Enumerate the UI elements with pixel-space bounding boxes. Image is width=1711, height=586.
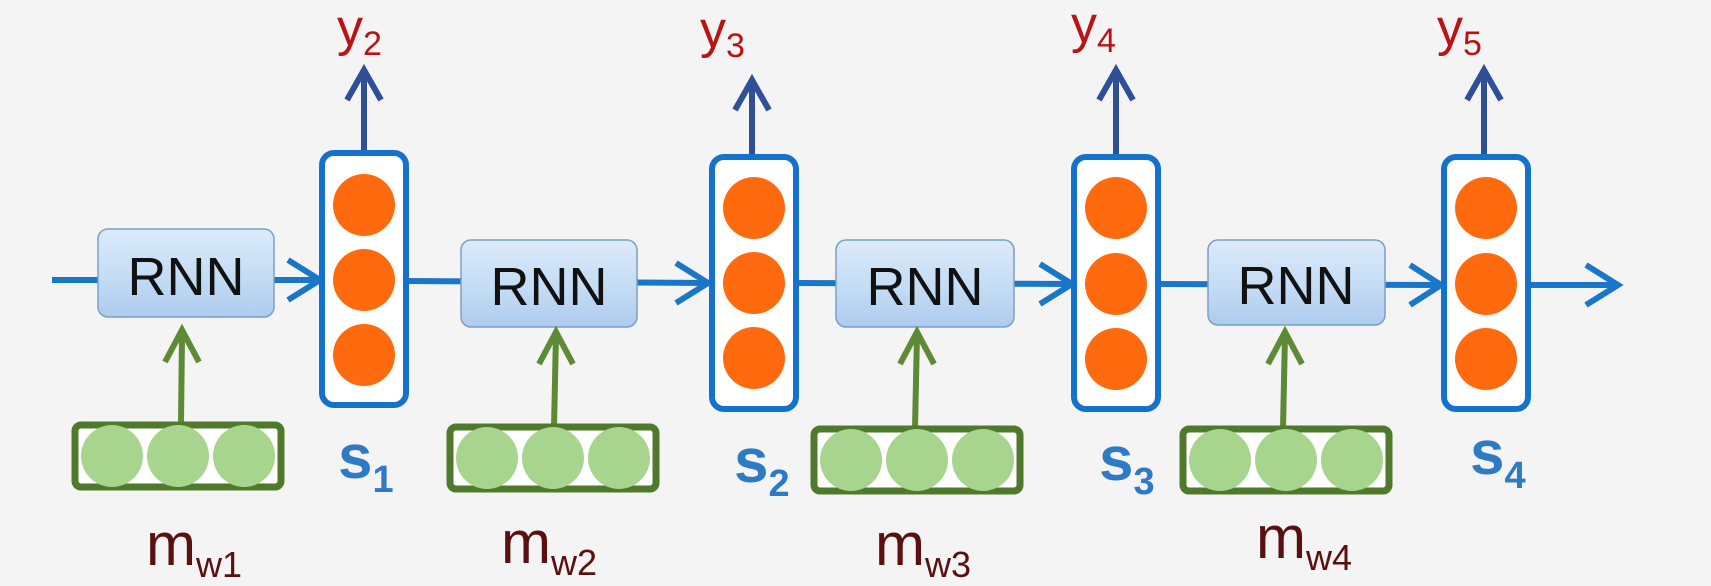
input-node: [1321, 429, 1383, 491]
input-arrowhead-2: [536, 325, 576, 366]
input-node: [213, 425, 275, 487]
input-label-mw1: mw1: [146, 511, 242, 585]
input-node: [952, 429, 1014, 491]
state-node: [723, 177, 785, 239]
output-arrowhead-4: [1464, 63, 1504, 102]
input-label-mw4: mw4: [1256, 504, 1352, 578]
input-arrows: [162, 323, 1305, 430]
output-arrowhead-2: [732, 73, 772, 112]
state-node: [1455, 253, 1517, 315]
state-label-s3: s3: [1099, 425, 1155, 503]
input-node: [588, 427, 650, 489]
rnn-block-label: RNN: [491, 257, 608, 317]
input-node: [1189, 429, 1251, 491]
rnn-block-2: RNN: [460, 239, 638, 328]
input-node: [147, 425, 209, 487]
state-vectors: [319, 150, 1531, 412]
input-node: [456, 427, 518, 489]
input-arrow-1: [178, 333, 185, 425]
input-vector-mw4: [1179, 425, 1393, 495]
input-node: [522, 427, 584, 489]
state-node: [333, 174, 395, 236]
input-arrow-4: [1280, 333, 1288, 430]
state-node: [1455, 328, 1517, 390]
input-vector-mw1: [71, 421, 285, 491]
rnn-block-label: RNN: [128, 247, 245, 307]
output-label-y3: y3: [700, 1, 745, 65]
rnn-blocks: RNN RNN RNN RNN: [97, 228, 1386, 328]
output-arrowhead-1: [344, 63, 384, 102]
output-label-y2: y2: [337, 0, 382, 63]
state-node: [723, 327, 785, 389]
input-vector-mw3: [810, 425, 1024, 495]
state-vector-s4: [1441, 154, 1531, 412]
state-vector-s2: [709, 154, 799, 412]
flow-arrowhead-4: [1584, 262, 1624, 308]
input-node: [81, 425, 143, 487]
input-label-mw3: mw3: [875, 511, 971, 585]
flow-arrowhead-1: [674, 260, 714, 306]
state-node: [723, 252, 785, 314]
state-node: [1085, 177, 1147, 239]
input-labels: mw1 mw2 mw3 mw4: [146, 504, 1352, 585]
input-arrowhead-4: [1265, 325, 1305, 366]
state-node: [1085, 253, 1147, 315]
input-node: [886, 429, 948, 491]
state-label-s1: s1: [338, 423, 394, 501]
output-labels: y2 y3 y4 y5: [337, 0, 1482, 65]
input-arrowhead-1: [162, 323, 202, 364]
rnn-block-label: RNN: [867, 257, 984, 317]
state-vector-s3: [1071, 154, 1161, 412]
rnn-block-1: RNN: [97, 228, 275, 318]
state-label-s2: s2: [734, 427, 790, 505]
input-vector-mw2: [446, 423, 660, 493]
input-node: [820, 429, 882, 491]
input-arrowhead-3: [897, 325, 937, 366]
state-label-s4: s4: [1470, 419, 1526, 497]
state-node: [333, 324, 395, 386]
input-label-mw2: mw2: [501, 509, 597, 583]
rnn-block-label: RNN: [1238, 256, 1355, 316]
rnn-block-3: RNN: [835, 239, 1015, 328]
input-arrow-3: [912, 333, 920, 430]
output-arrows: [344, 63, 1504, 157]
state-node: [1455, 177, 1517, 239]
output-label-y4: y4: [1071, 0, 1116, 60]
input-arrow-2: [551, 333, 559, 429]
output-arrowhead-3: [1096, 63, 1136, 102]
input-vectors: [71, 421, 1393, 495]
output-label-y5: y5: [1437, 0, 1482, 63]
state-node: [333, 249, 395, 311]
state-labels: s1 s2 s3 s4: [338, 419, 1526, 505]
input-node: [1255, 429, 1317, 491]
rnn-block-4: RNN: [1207, 239, 1386, 326]
state-vector-s1: [319, 150, 409, 408]
state-node: [1085, 328, 1147, 390]
